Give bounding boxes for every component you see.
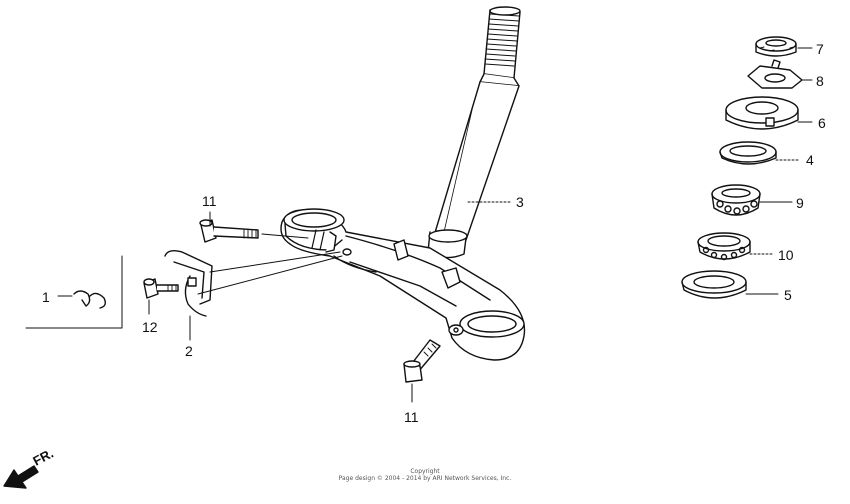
callout-12: 12 — [142, 319, 158, 335]
copyright-title: Copyright — [410, 468, 440, 475]
callout-11-lower: 11 — [404, 409, 419, 425]
bolt-small-part — [144, 279, 178, 298]
callout-11-upper: 11 — [202, 193, 217, 209]
lock-washer-part — [748, 60, 802, 88]
callout-6: 6 — [818, 115, 826, 131]
front-direction-arrow-icon — [3, 465, 39, 489]
bracket-clip-part — [165, 251, 212, 316]
part-1-bracket-line — [25, 255, 123, 329]
callout-3: 3 — [516, 194, 524, 210]
bolt-lower-part — [404, 340, 440, 382]
bolt-upper-part — [200, 220, 258, 242]
lock-nut-part — [756, 37, 796, 56]
callout-2: 2 — [185, 343, 193, 359]
leader-lines — [57, 47, 813, 403]
callout-4: 4 — [806, 152, 814, 168]
callout-1: 1 — [42, 289, 50, 305]
lower-bearing-part — [698, 233, 750, 260]
callout-9: 9 — [796, 195, 804, 211]
callout-7: 7 — [816, 41, 824, 57]
steering-stem-part — [428, 7, 520, 258]
upper-bearing-part — [712, 185, 760, 215]
dust-seal-part — [720, 142, 776, 164]
callout-8: 8 — [816, 73, 824, 89]
front-direction-label: FR. — [30, 446, 56, 469]
bottom-bridge-part — [281, 209, 525, 360]
wire-clip-part — [74, 291, 105, 308]
callout-5: 5 — [784, 287, 792, 303]
adjusting-nut-part — [726, 97, 798, 129]
copyright-line: Page design © 2004 - 2014 by ARI Network… — [338, 475, 512, 482]
callout-10: 10 — [778, 247, 794, 263]
lower-dust-seal-part — [682, 271, 746, 298]
